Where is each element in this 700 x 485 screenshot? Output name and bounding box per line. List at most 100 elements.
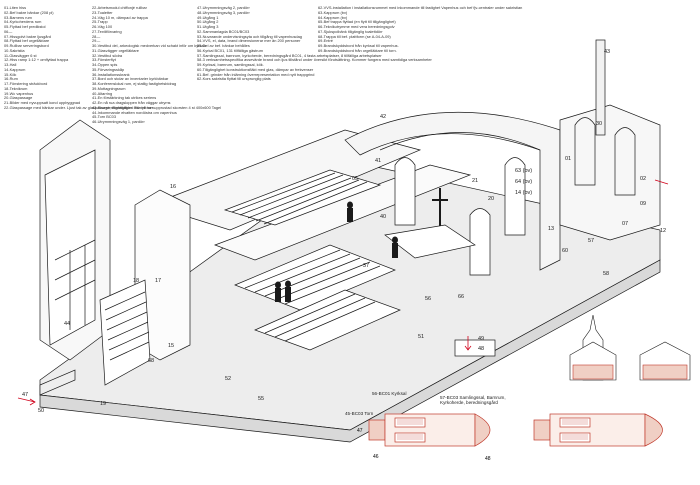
legend-item: 13-Hall <box>4 62 17 67</box>
legend-item: 69-Entré <box>318 38 333 44</box>
legend-column-4: 62-VVS-installation i installationsrumme… <box>318 5 523 54</box>
callout-40: 40 <box>380 214 386 220</box>
callout-60: 60 <box>562 248 568 254</box>
legend-item: 44-Inkommande elvatten nordöstra om vape… <box>92 109 177 115</box>
legend-item: 53-Nuvarande undervisningsyta och tillgå… <box>197 33 302 39</box>
legend-item: 23-Toaletter <box>92 9 113 15</box>
church-elevations <box>569 314 691 381</box>
legend-item: 33-Fönsterflyt <box>92 57 116 63</box>
legend-item: 07-Hissgolvt bakre ljusgård <box>4 33 51 39</box>
legend-item: 27-Textilförvaring <box>92 28 122 34</box>
legend-item: 10-Sakristia <box>4 47 25 53</box>
callout-47: 47 <box>22 392 28 398</box>
callout-20: 20 <box>488 196 494 202</box>
callout-41: 41 <box>375 158 381 164</box>
callout-05: 05 <box>352 176 358 182</box>
callout-01: 01 <box>565 156 571 162</box>
callout-56: 56 <box>425 296 431 302</box>
legend-item: 45-Torn BC03 <box>92 114 117 120</box>
legend-item: 50-Utgång 2 <box>197 19 219 25</box>
legend-item: 19-Wc vapenhus <box>4 90 34 96</box>
callout-37: 37 <box>363 263 369 269</box>
legend-item: 38-Konferenslokal rum, ej statlig fastig… <box>92 81 177 86</box>
exit-arrow-right <box>654 179 669 185</box>
legend-item: 69-Brandskyddsbord från kyrksal till vap… <box>318 43 399 48</box>
callout-15: 15 <box>168 343 174 349</box>
person-figure-1 <box>347 201 353 209</box>
person-figure-4 <box>285 280 291 288</box>
nave-window-2 <box>504 157 526 236</box>
callout-55: 55 <box>258 396 264 402</box>
legend-item: 47-Utrymmningsväg 2, pardörr <box>197 5 250 10</box>
legend-item: 43-Skorsten/ventilation. Ska bli mer upp… <box>92 104 222 110</box>
callout-16: 16 <box>170 184 176 190</box>
callout-64: 64 (bv) <box>515 179 532 185</box>
pews-front <box>254 289 401 351</box>
legend-item: 69-Brandskyddsbord från orgelläktare til… <box>318 47 397 53</box>
floor-plan-left: 47 48 46 <box>357 413 491 460</box>
person-figure-3 <box>275 281 281 289</box>
legend-item: 32-Vestibul södra <box>92 52 123 58</box>
legend-item: 62-Kors sakristia flyttat till ursprungl… <box>197 76 271 82</box>
callout-44: 44 <box>64 321 70 327</box>
legend-item: 64-Kapprum (bv) <box>318 14 348 20</box>
callout-18: 18 <box>133 278 139 284</box>
legend-item: 42-En nå rua dragsloppen från väggar utr… <box>92 100 171 105</box>
floor-plan-right <box>533 413 663 447</box>
nave-door-arched <box>469 208 491 276</box>
legend-item: 39-Mottagningsrum <box>92 85 126 91</box>
legend-item: 65-Bef trappa flyttad (en flytt till til… <box>318 19 396 25</box>
legend-item: 62-VVS-installation i installationsrumme… <box>318 5 523 10</box>
callout-21: 21 <box>472 178 478 184</box>
callout-09: 09 <box>640 201 646 207</box>
legend-item: 59-Kyrksal, barnrum, samlingssal, kök. <box>197 62 264 67</box>
plan-marker-47: 47 <box>357 428 363 434</box>
legend-item: 68-Trappa till bef. plattform (se A-04-A… <box>318 33 391 39</box>
legend-item: 09-Rullbar serveringsbord <box>4 43 49 48</box>
legend-item: 24-Väg 10 m, dämpad av trappa <box>92 14 148 20</box>
legend-item: 22-Arbetsmodul chiffonjé rullbar <box>92 5 147 10</box>
chimney <box>595 39 606 136</box>
callout-30: 30 <box>596 121 602 127</box>
callout-19: 19 <box>100 401 106 407</box>
legend-item: 37-Bord och stolar av inventarier kyrkbä… <box>92 76 169 82</box>
legend-item: 46-Utrymmningsväg 1, pardörr <box>92 119 145 124</box>
legend-item: 17-Fönstering sträckbord <box>4 81 48 86</box>
callout-17: 17 <box>155 278 161 284</box>
callout-58: 58 <box>603 271 609 277</box>
altar-platform <box>384 224 476 259</box>
exit-arrow-48 <box>464 336 472 351</box>
legend-item: 51-Utgång 3 <box>197 24 219 29</box>
legend-item: 63-Kapprum (bv) <box>318 9 348 15</box>
callout-52: 52 <box>225 376 231 382</box>
legend-item: 57-Samlingssal, barnrum, kyrkoherde, ber… <box>197 52 382 58</box>
callout-48: 48 <box>478 346 484 352</box>
plan-label-samlingssal: 57-BC03 Samlingssal, Barnrum, Kyrkoherde… <box>440 395 506 405</box>
legend-item: 21-Bilder med nyvuppsatt kond uppbyggnad <box>4 100 81 105</box>
legend-item: 25-Trapp <box>92 19 108 25</box>
legend-item: 60-Tillgänglighet konstruktionsfläkt med… <box>197 66 314 72</box>
callout-68: 68 <box>148 358 154 364</box>
callout-50: 50 <box>38 408 44 414</box>
legend-item: 12-Hiss ramp 1:12 + omflyttad trappa <box>4 57 69 63</box>
plan-label-kyrksal: 56-BC01 Kyrksal <box>372 391 407 396</box>
cross-symbol <box>432 188 448 228</box>
callout-49: 49 <box>478 336 484 342</box>
legend-item: 30-Vestibul del, arkeologisk medverkan v… <box>92 43 206 48</box>
legend-item: 26-Väg 100 <box>92 24 113 29</box>
legend-item: 61-Bef. grinder från inlärning överrepre… <box>197 71 315 77</box>
legend-item: 34-Öppen spis <box>92 62 118 67</box>
callout-14b: 14 (bv) <box>515 190 532 196</box>
legend-item: 56-Kyrkal BC01, 131 tillfälliga gästrum <box>197 47 263 53</box>
callout-42: 42 <box>380 114 386 120</box>
callout-51: 51 <box>418 334 424 340</box>
legend-item: 15-Kök <box>4 71 17 77</box>
legend-item: 35-Förvaringsskåp <box>92 66 125 72</box>
callout-66: 66 <box>458 294 464 300</box>
legend-item: 28— <box>92 33 101 39</box>
callout-13: 13 <box>548 226 554 232</box>
callout-12: 12 <box>660 228 666 234</box>
legend-item: 11-Glasvägger 6 st <box>4 52 37 58</box>
